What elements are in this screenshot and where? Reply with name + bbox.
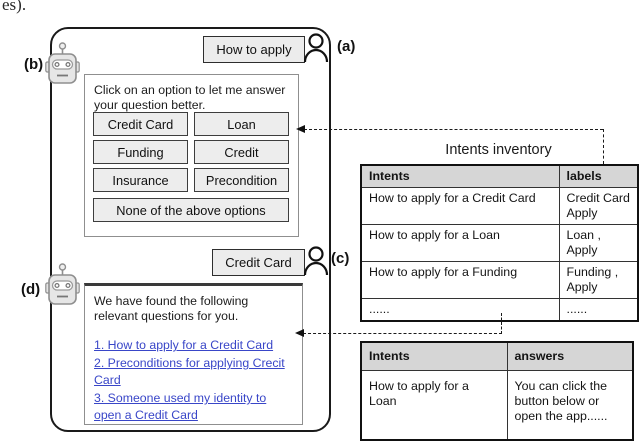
bot-message-options: Click on an option to let me answer your… — [84, 74, 299, 237]
option-button-precondition[interactable]: Precondition — [194, 168, 289, 192]
label-cell: Loan , Apply — [558, 224, 639, 262]
table-row: ...... ...... — [360, 298, 639, 322]
intent-cell: How to apply for a Funding — [360, 261, 560, 299]
option-button-grid: Credit Card Loan Funding Credit Insuranc… — [93, 112, 289, 222]
intent-cell: How to apply for a Loan — [360, 370, 508, 441]
label-cell: Credit Card Apply — [558, 187, 639, 225]
arrow-line-labels-to-options — [603, 129, 604, 164]
intent-cell: How to apply for a Credit Card — [360, 187, 560, 225]
table-row: How to apply for a Loan Loan , Apply — [360, 224, 639, 262]
robot-icon — [45, 42, 80, 84]
bot-message-results: We have found the following relevant que… — [84, 283, 303, 425]
label-cell: ...... — [558, 298, 639, 322]
intent-cell: ...... — [360, 298, 560, 322]
user-message-credit-card: Credit Card — [212, 249, 305, 276]
option-button-credit-card[interactable]: Credit Card — [93, 112, 188, 136]
panel-label-d: (d) — [21, 281, 41, 298]
option-button-credit[interactable]: Credit — [194, 140, 289, 164]
header-answers: answers — [506, 341, 634, 371]
person-icon — [303, 246, 329, 275]
results-intro-text: We have found the following relevant que… — [94, 294, 249, 323]
arrowhead-to-options — [296, 125, 305, 133]
header-intents: Intents — [360, 164, 560, 188]
option-button-none-of-above[interactable]: None of the above options — [93, 198, 289, 222]
intents-inventory-title: Intents inventory — [445, 142, 552, 158]
label-cell: Funding , Apply — [558, 261, 639, 299]
arrowhead-to-results — [295, 329, 304, 337]
table-row: How to apply for a Funding Funding , App… — [360, 261, 639, 299]
robot-icon — [45, 263, 80, 305]
user-message-how-to-apply: How to apply — [203, 36, 305, 63]
table-row: How to apply for a Loan You can click th… — [360, 370, 634, 441]
intent-cell: How to apply for a Loan — [360, 224, 560, 262]
person-icon — [303, 33, 329, 62]
option-button-insurance[interactable]: Insurance — [93, 168, 188, 192]
intents-labels-table: Intents labels How to apply for a Credit… — [360, 164, 639, 322]
result-link-list: 1. How to apply for a Credit Card 2. Pre… — [94, 336, 294, 424]
option-button-loan[interactable]: Loan — [194, 112, 289, 136]
table-header-row: Intents answers — [360, 341, 634, 371]
arrow-line-table-to-results — [501, 313, 502, 334]
header-labels: labels — [558, 164, 639, 188]
bot-prompt-text: Click on an option to let me answer your… — [94, 83, 286, 112]
result-link-1[interactable]: 1. How to apply for a Credit Card — [94, 338, 274, 352]
table-row: How to apply for a Credit Card Credit Ca… — [360, 187, 639, 225]
panel-label-a: (a) — [337, 38, 356, 55]
arrow-line-table-to-results — [303, 333, 502, 334]
arrow-line-labels-to-options — [304, 129, 603, 130]
result-link-3[interactable]: 3. Someone used my identity to open a Cr… — [94, 391, 267, 422]
panel-label-b: (b) — [24, 56, 44, 73]
table-header-row: Intents labels — [360, 164, 639, 188]
answer-cell: You can click the button below or open t… — [506, 370, 634, 441]
panel-label-c: (c) — [331, 250, 350, 267]
result-link-2[interactable]: 2. Preconditions for applying Crecit Car… — [94, 356, 285, 387]
header-intents: Intents — [360, 341, 508, 371]
option-button-funding[interactable]: Funding — [93, 140, 188, 164]
intents-answers-table: Intents answers How to apply for a Loan … — [360, 341, 634, 441]
caption-fragment: es). — [2, 0, 27, 14]
